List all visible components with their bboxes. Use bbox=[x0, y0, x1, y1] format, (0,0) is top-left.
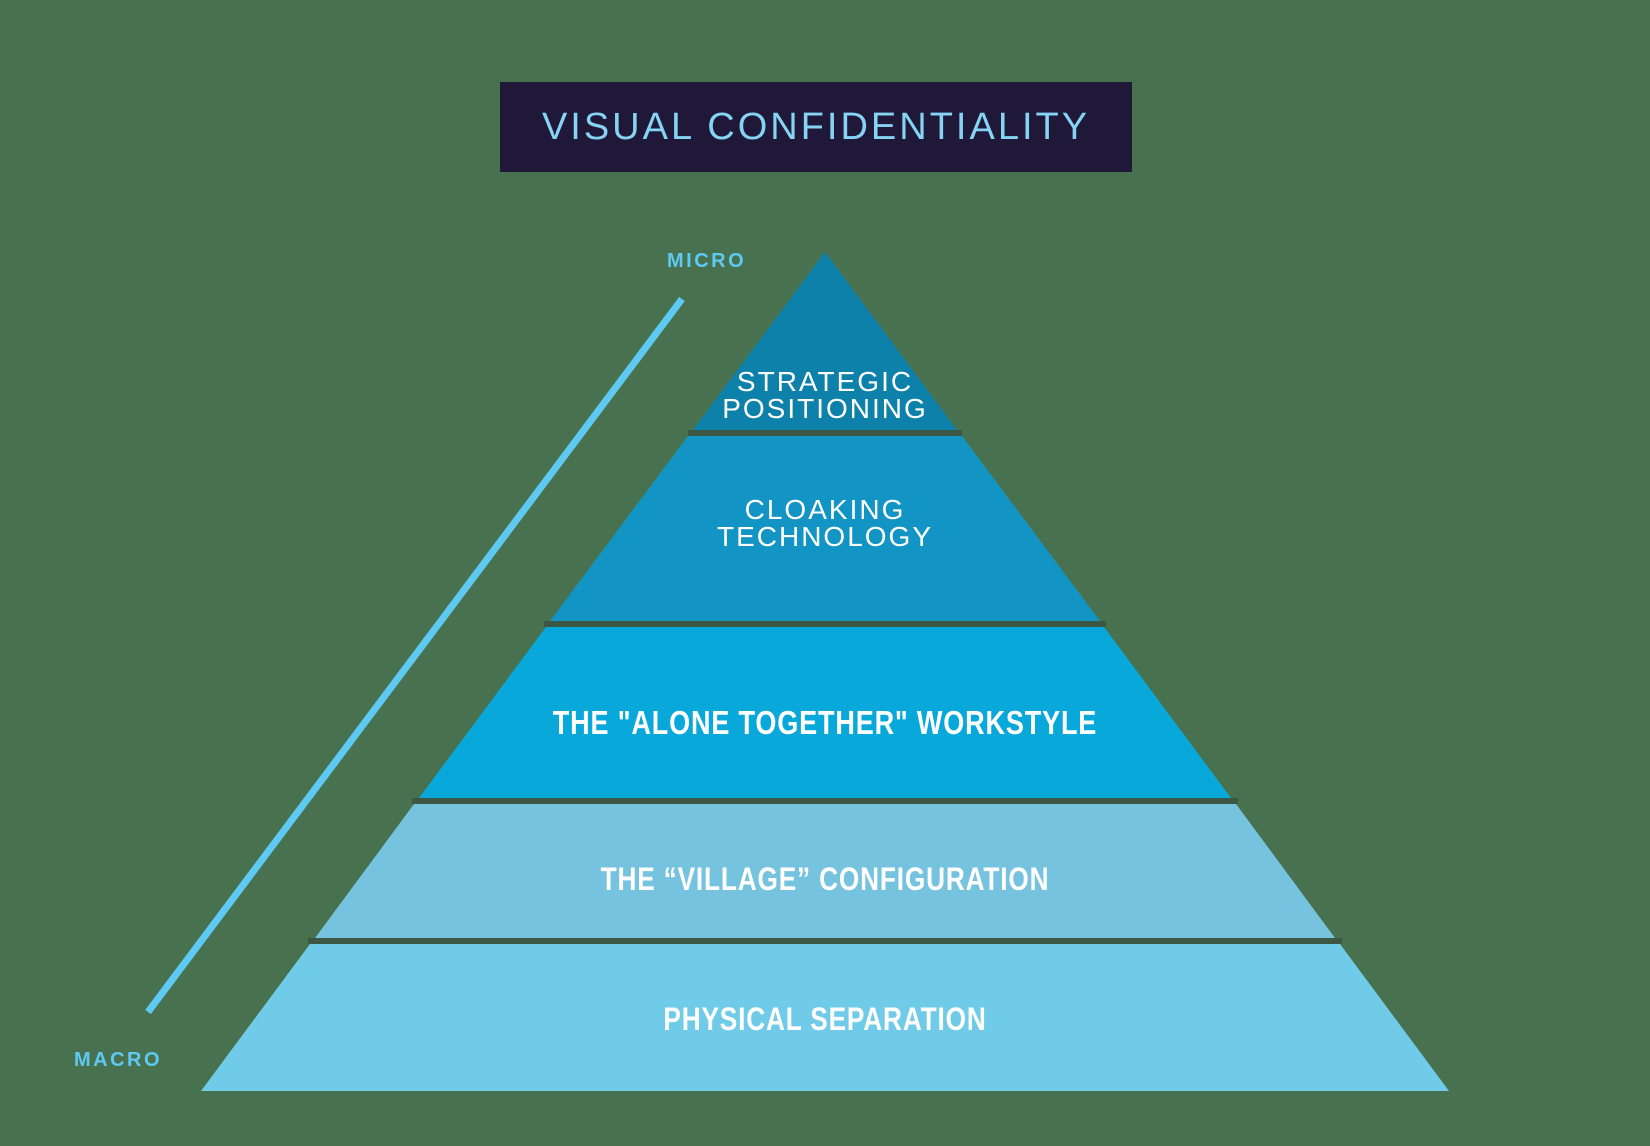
macro-label: MACRO bbox=[74, 1049, 163, 1071]
level-label-cloaking-technology: CLOAKING TECHNOLOGY bbox=[716, 494, 934, 552]
level-label-physical-separation: PHYSICAL SEPARATION bbox=[663, 1003, 986, 1035]
level-label-strategic-positioning: STRATEGIC POSITIONING bbox=[722, 366, 928, 424]
title-banner: VISUAL CONFIDENTIALITY bbox=[500, 82, 1132, 172]
level-label-village-configuration: THE “VILLAGE” CONFIGURATION bbox=[601, 863, 1050, 895]
level-label-alone-together: THE "ALONE TOGETHER" WORKSTYLE bbox=[553, 706, 1097, 739]
pyramid-level-alone-together-shape bbox=[419, 627, 1231, 798]
level-label-line: CLOAKING bbox=[744, 494, 906, 525]
micro-label: MICRO bbox=[667, 250, 747, 272]
pyramid-level-cloaking-technology-shape bbox=[550, 436, 1100, 621]
macro-micro-axis-line bbox=[145, 296, 685, 1015]
level-label-line: TECHNOLOGY bbox=[716, 521, 934, 552]
page-title: VISUAL CONFIDENTIALITY bbox=[541, 105, 1091, 148]
level-label-line: THE “VILLAGE” CONFIGURATION bbox=[600, 861, 1050, 897]
level-label-line: POSITIONING bbox=[722, 393, 928, 424]
level-label-line: THE "ALONE TOGETHER" WORKSTYLE bbox=[552, 704, 1098, 741]
pyramid-level-village-configuration-shape bbox=[315, 804, 1335, 938]
pyramid-level-physical-separation-shape bbox=[201, 944, 1449, 1091]
pyramid-level-strategic-positioning-shape bbox=[693, 252, 957, 430]
level-label-line: STRATEGIC bbox=[736, 366, 914, 397]
level-label-line: PHYSICAL SEPARATION bbox=[663, 1001, 987, 1037]
